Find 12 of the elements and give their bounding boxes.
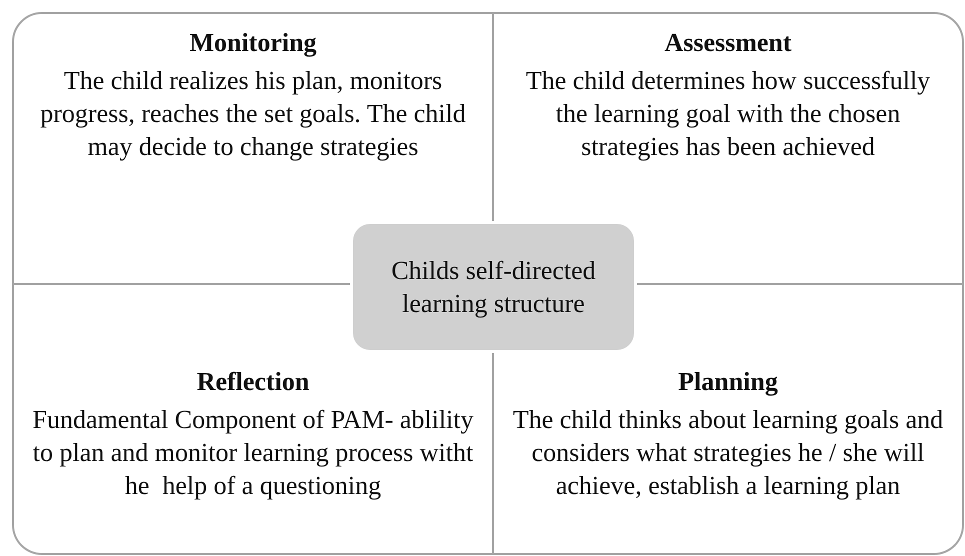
quadrant-description: The child realizes his plan, monitors progress, reaches the set goals. The child may decide to change strategies — [39, 65, 467, 163]
center-box — [350, 221, 637, 353]
quadrant-box — [494, 285, 964, 555]
quadrant-box — [12, 285, 494, 555]
quadrant-description: The child determines how successfully the learning goal with the chosen strategies has been achieved — [524, 65, 932, 163]
quadrant-heading: Planning — [677, 367, 779, 397]
quadrant-heading: Monitoring — [188, 28, 318, 58]
quadrant-description: Fundamental Component of PAM- ablility to plan and monitor learning process witht he help of a questioning — [32, 404, 474, 502]
quadrant-heading: Reflection — [196, 367, 310, 397]
quadrant-description: The child thinks about learning goals and considers what strategies he / she will achieve, establish a learning plan — [512, 404, 944, 502]
center-label: Childs self-directed learning structure — [390, 255, 597, 320]
quadrant-heading: Assessment — [663, 28, 793, 58]
